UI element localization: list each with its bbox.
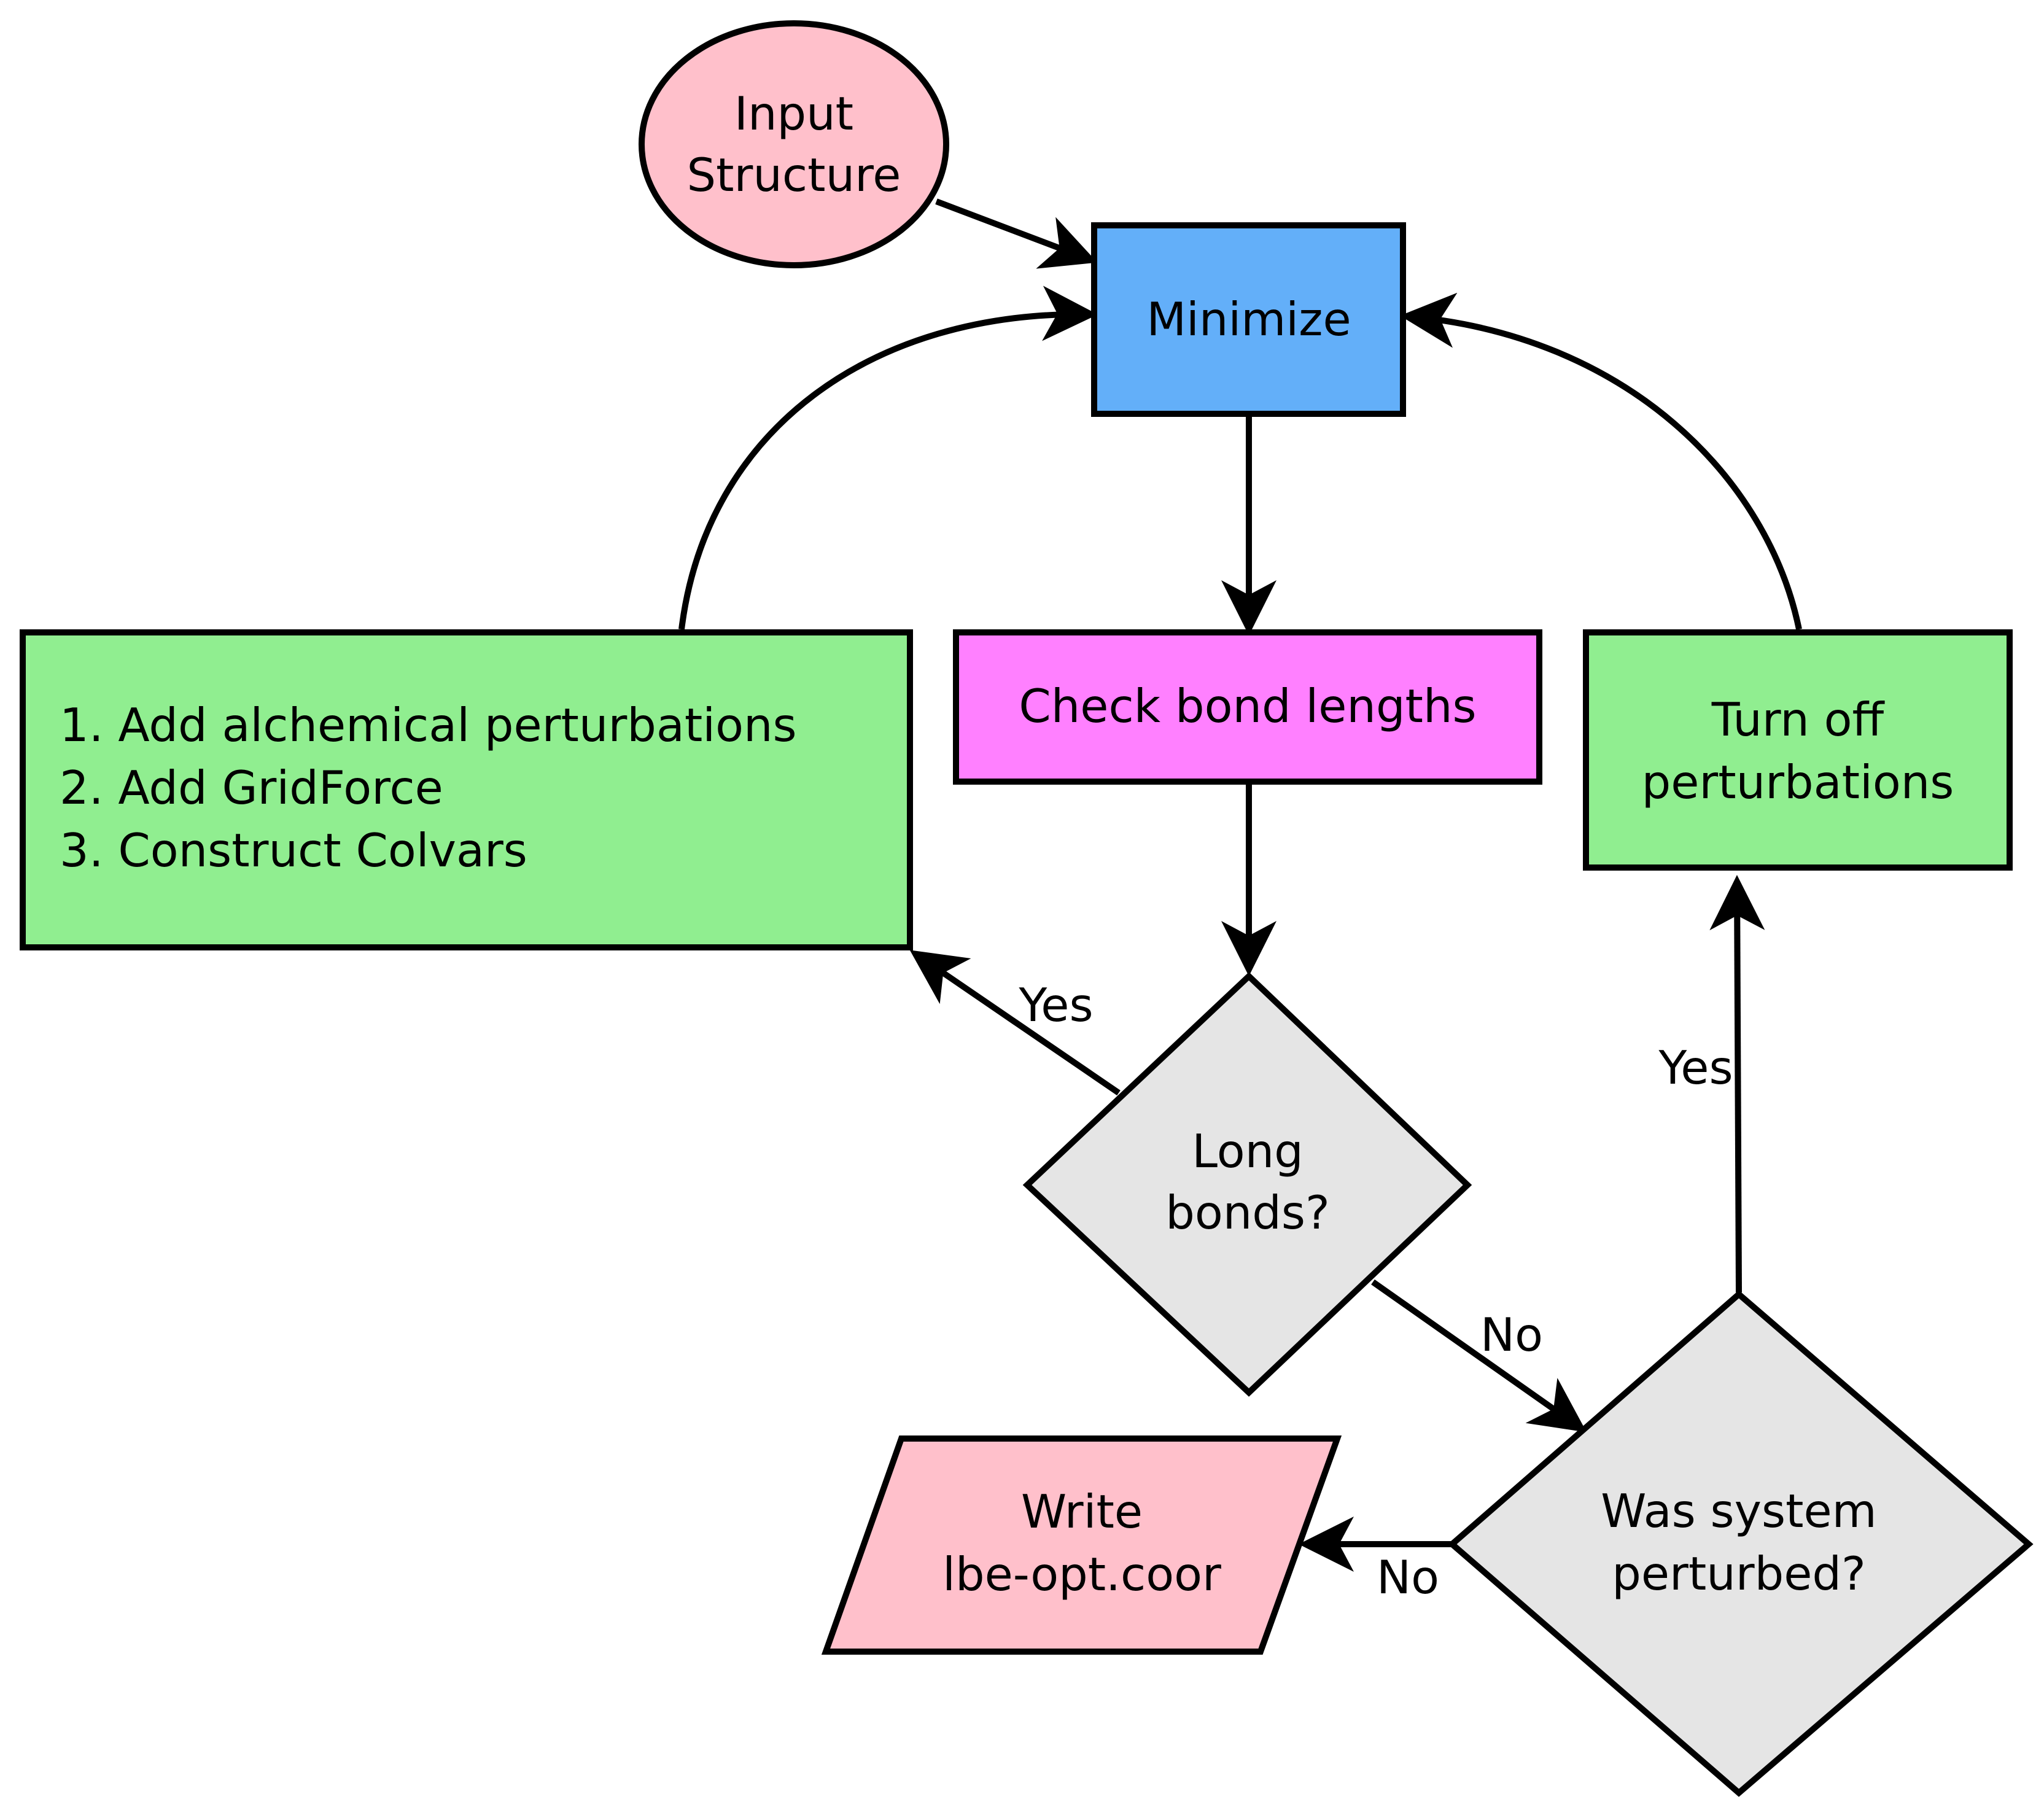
label-line: Structure [687, 148, 901, 202]
rect-shape [20, 629, 913, 950]
node-check-bond-lengths: Check bond lengths [953, 629, 1542, 785]
edge-turnoff-to-minimize [1400, 292, 1802, 631]
edges [678, 198, 1802, 1572]
edge-longbonds-no [1371, 1279, 1587, 1432]
label-line: perturbations [1642, 755, 1954, 809]
node-add-perturbations: 1. Add alchemical perturbations 2. Add Gr… [20, 629, 913, 950]
node-was-perturbed-label: Was system perturbed? [1601, 1484, 1876, 1601]
label-line: bonds? [1165, 1186, 1330, 1240]
node-turn-off-perturbations: Turn off perturbations [1583, 629, 2013, 871]
edge-perturbed-yes [1709, 875, 1765, 1293]
edge-input-to-minimize [935, 198, 1098, 269]
node-long-bonds-decision: Long bonds? [1022, 972, 1472, 1397]
ellipse-shape [639, 20, 949, 268]
label-line: 1. Add alchemical perturbations [60, 698, 797, 752]
node-long-bonds-label: Long bonds? [1165, 1124, 1330, 1240]
label-line: Was system [1601, 1484, 1876, 1538]
label-line: Write [1021, 1485, 1143, 1539]
label-line: Minimize [1146, 292, 1351, 346]
edge-labels: Yes No Yes No [1018, 978, 1733, 1604]
diamond-shape [1447, 1290, 2034, 1797]
node-add-perturbations-label: 1. Add alchemical perturbations 2. Add Gr… [60, 698, 797, 877]
rect-shape [1091, 222, 1406, 417]
node-minimize-label: Minimize [1146, 292, 1351, 346]
label-line: Long [1192, 1124, 1304, 1178]
diamond-shape [1022, 972, 1472, 1397]
parallelogram-shape [821, 1435, 1342, 1655]
label-line: lbe-opt.coor [942, 1547, 1221, 1601]
label-line: 2. Add GridForce [60, 761, 443, 815]
node-was-perturbed-decision: Was system perturbed? [1447, 1290, 2034, 1797]
rect-shape [953, 629, 1542, 785]
label-long-yes: Yes [1018, 978, 1093, 1032]
edge-add-to-minimize [678, 286, 1098, 630]
node-turn-off-perturbations-label: Turn off perturbations [1642, 693, 1954, 809]
label-perturbed-no: No [1377, 1550, 1439, 1604]
label-line: Check bond lengths [1019, 679, 1476, 733]
node-minimize: Minimize [1091, 222, 1406, 417]
label-long-no: No [1480, 1308, 1543, 1362]
node-write-output: Write lbe-opt.coor [821, 1435, 1342, 1655]
node-write-output-label: Write lbe-opt.coor [942, 1485, 1221, 1601]
label-perturbed-yes: Yes [1658, 1041, 1733, 1095]
edge-longbonds-yes [909, 950, 1121, 1096]
label-line: Turn off [1711, 693, 1886, 747]
label-line: perturbed? [1612, 1547, 1866, 1601]
node-check-bond-lengths-label: Check bond lengths [1019, 679, 1476, 733]
label-line: Input [734, 87, 853, 141]
rect-shape [1583, 629, 2013, 871]
label-line: 3. Construct Colvars [60, 823, 527, 877]
